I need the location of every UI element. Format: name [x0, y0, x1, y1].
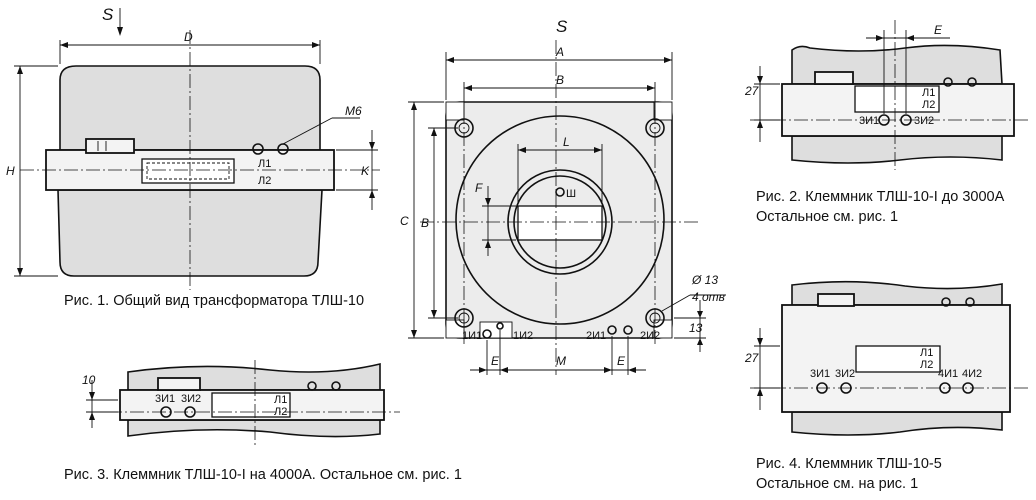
fig4-3I2-label: 3И2: [835, 368, 855, 380]
front-13-label: 13: [689, 321, 703, 335]
front-2I2-label: 2И2: [640, 330, 660, 342]
fig4-terminal-view: Л1 Л2 3И1 3И2 4И1 4И2 27: [744, 280, 1030, 436]
front-hole-dia-label: Ø 13: [691, 273, 718, 287]
fig3-caption: Рис. 3. Клеммник ТЛШ-10-I на 4000А. Оста…: [64, 467, 462, 483]
fig1-view-S-label: S: [102, 5, 114, 24]
fig2-L2-label: Л2: [922, 99, 935, 111]
fig3-L1-label: Л1: [274, 394, 287, 406]
fig1-stud-1: [252, 143, 264, 155]
fig3-3I2-label: 3И2: [181, 393, 201, 405]
fig1-caption: Рис. 1. Общий вид трансформатора ТЛШ-10: [64, 293, 365, 309]
fig4-4I1-label: 4И1: [938, 368, 958, 380]
fig2-caption-line1: Рис. 2. Клеммник ТЛШ-10-I до 3000А: [756, 189, 1005, 205]
fig2-3I2-label: 3И2: [914, 115, 934, 127]
fig4-27-label: 27: [744, 351, 760, 365]
front-F-label: F: [475, 181, 483, 195]
fig4-3I1-label: 3И1: [810, 368, 830, 380]
fig1-L1-label: Л1: [258, 158, 271, 170]
fig4-L2-label: Л2: [920, 359, 933, 371]
front-E-right-label: E: [617, 354, 626, 368]
fig4-L1-label: Л1: [920, 347, 933, 359]
front-view-S-label: S: [556, 17, 568, 36]
fig1-L2-label: Л2: [258, 175, 271, 187]
front-M-label: M: [556, 354, 566, 368]
fig1-side-view: M6 Л1 Л2 D H K S: [6, 5, 380, 290]
fig1-top-block: [85, 138, 135, 154]
front-A-label: A: [555, 45, 564, 59]
front-E-left-label: E: [491, 354, 500, 368]
fig1-H-label: H: [6, 164, 15, 178]
fig4-4I2-label: 4И2: [962, 368, 982, 380]
front-view: S Ш A: [400, 17, 726, 375]
fig4-caption-line1: Рис. 4. Клеммник ТЛШ-10-5: [756, 456, 942, 472]
fig2-terminal-view: Л1 Л2 3И1 3И2 E 27: [744, 20, 1030, 170]
front-bus-window: [517, 205, 603, 241]
front-sh-label: Ш: [566, 188, 576, 200]
fig3-3I1-label: 3И1: [155, 393, 175, 405]
front-L-label: L: [563, 135, 570, 149]
fig2-27-label: 27: [744, 84, 760, 98]
front-B-vert-label: B: [421, 216, 429, 230]
front-C-label: C: [400, 214, 409, 228]
fig2-L1-label: Л1: [922, 87, 935, 99]
front-1I2-label: 1И2: [513, 330, 533, 342]
fig4-caption-line2: Остальное см. на рис. 1: [756, 476, 919, 492]
front-holes-count-label: 4 отв: [692, 290, 725, 304]
fig3-terminal-view: Л1 Л2 3И1 3И2 10: [82, 360, 400, 445]
front-B-label: B: [556, 73, 564, 87]
fig1-M6-label: M6: [345, 104, 362, 118]
fig2-caption-line2: Остальное см. рис. 1: [756, 209, 899, 225]
fig2-3I1-label: 3И1: [859, 115, 879, 127]
fig1-K-label: K: [361, 164, 370, 178]
fig2-E-label: E: [934, 23, 943, 37]
front-1I1-label: 1И1: [462, 330, 482, 342]
fig3-10-label: 10: [82, 373, 96, 387]
fig1-D-label: D: [184, 30, 193, 44]
front-2I1-label: 2И1: [586, 330, 606, 342]
